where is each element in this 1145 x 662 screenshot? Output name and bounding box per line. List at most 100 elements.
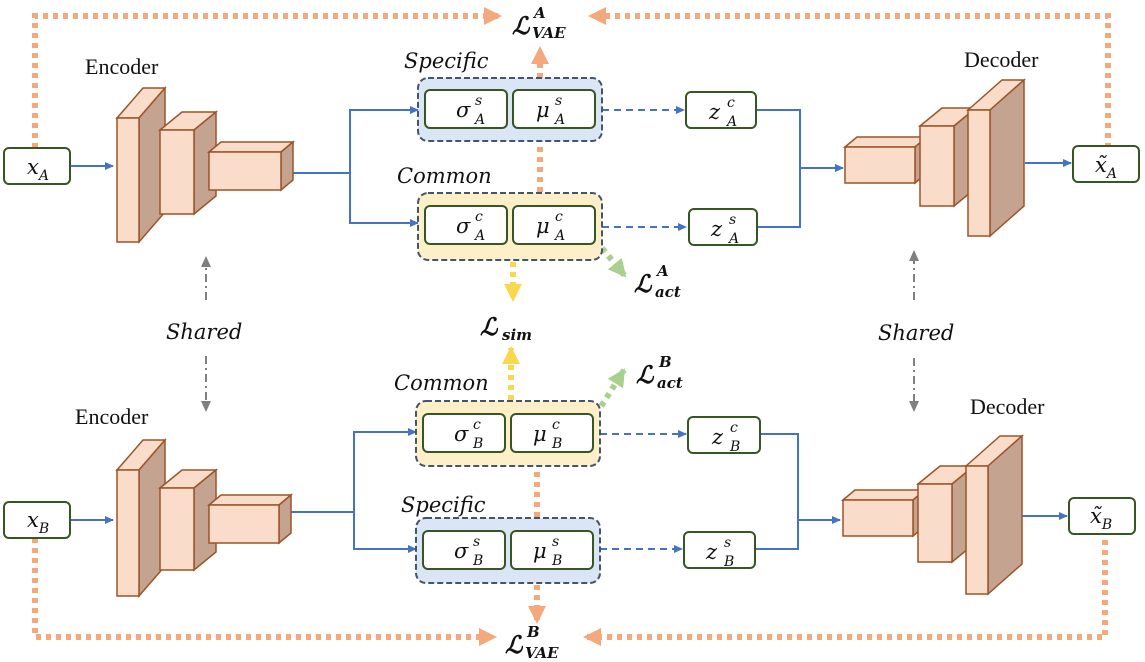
vae-loss-a-paths — [32, 7, 1111, 192]
param-sigma-c-b: σ c B — [454, 417, 483, 452]
shared-right-label: Shared — [878, 321, 954, 345]
common-bottom-label: Common — [394, 371, 489, 395]
svg-text:σ: σ — [454, 422, 469, 446]
svg-text:s: s — [729, 212, 736, 228]
svg-text:A: A — [473, 228, 485, 244]
loss-vae-a: ℒ A VAE — [512, 4, 566, 42]
svg-text:B: B — [551, 436, 562, 452]
param-sigma-s-a: σ s A — [456, 93, 485, 128]
encoder-bottom-label: Encoder — [75, 404, 149, 429]
svg-text:c: c — [555, 209, 563, 225]
decoder-a-stage-1 — [842, 135, 930, 185]
svg-text:s: s — [552, 534, 559, 550]
encoder-a-stage-2 — [157, 110, 219, 216]
svg-text:sim: sim — [502, 326, 532, 344]
svg-text:s: s — [473, 534, 480, 550]
common-top-label: Common — [397, 164, 492, 188]
svg-text:σ: σ — [454, 539, 469, 563]
param-sigma-c-a: σ c A — [456, 209, 485, 244]
loss-act-b: ℒ B act — [636, 353, 683, 392]
svg-text:B: B — [658, 353, 672, 371]
svg-text:B: B — [526, 623, 540, 641]
svg-text:B: B — [723, 554, 734, 570]
svg-text:μ: μ — [536, 98, 550, 122]
param-mu-s-a: μ s A — [536, 93, 565, 128]
encoder-a-stage-1 — [115, 85, 167, 245]
param-sigma-s-b: σ s B — [454, 534, 483, 569]
encoder-a-stage-3 — [206, 140, 296, 192]
param-mu-c-a: μ c A — [536, 209, 565, 244]
svg-text:A: A — [553, 112, 565, 128]
loss-act-a: ℒ A act — [634, 262, 681, 301]
svg-text:s: s — [475, 93, 482, 109]
param-mu-c-b: μ c B — [533, 417, 562, 452]
decoder-bottom-label: Decoder — [970, 394, 1045, 419]
svg-text:μ: μ — [536, 214, 550, 238]
svg-text:A: A — [725, 114, 737, 130]
svg-text:ℒ: ℒ — [634, 269, 653, 298]
flow-arrows — [70, 106, 1072, 553]
svg-text:B: B — [551, 553, 562, 569]
specific-top-label: Specific — [404, 49, 489, 73]
decoder-b-stage-3 — [964, 434, 1024, 596]
encoder-b-stage-3 — [206, 493, 294, 545]
svg-text:z: z — [711, 425, 724, 449]
latent-z-c-a: z c A — [708, 95, 737, 130]
loss-vae-b: ℒ B VAE — [505, 623, 559, 662]
svg-text:σ: σ — [456, 214, 471, 238]
svg-text:c: c — [473, 417, 481, 433]
param-mu-s-b: μ s B — [533, 534, 562, 569]
svg-text:act: act — [655, 283, 681, 301]
svg-text:c: c — [730, 420, 738, 436]
network-blocks — [115, 78, 1026, 599]
encoder-top-label: Encoder — [85, 54, 159, 79]
output-xhat-a: x̃A — [1095, 153, 1117, 182]
shared-arrows — [201, 250, 919, 412]
loss-sim: ℒ sim — [480, 312, 532, 344]
symbol-boxes — [3, 89, 1140, 570]
svg-text:ℒ: ℒ — [512, 11, 531, 40]
svg-text:z: z — [705, 540, 718, 564]
shared-left-label: Shared — [166, 320, 242, 344]
sim-loss-paths — [502, 262, 522, 400]
sample-arrows — [600, 106, 687, 553]
svg-text:ℒ: ℒ — [480, 312, 499, 341]
svg-text:A: A — [553, 228, 565, 244]
svg-text:z: z — [710, 217, 723, 241]
vae-loss-b-paths — [32, 472, 1108, 646]
svg-text:VAE: VAE — [532, 24, 566, 42]
svg-text:ℒ: ℒ — [505, 630, 524, 659]
svg-text:ℒ: ℒ — [636, 360, 655, 389]
svg-text:A: A — [727, 231, 739, 247]
specific-bottom-label: Specific — [401, 493, 486, 517]
svg-text:c: c — [475, 209, 483, 225]
decoder-b-stage-1 — [840, 488, 928, 538]
decoder-top-label: Decoder — [964, 47, 1039, 72]
svg-text:c: c — [552, 417, 560, 433]
svg-text:z: z — [708, 100, 721, 124]
svg-text:s: s — [555, 93, 562, 109]
svg-text:σ: σ — [456, 98, 471, 122]
svg-text:act: act — [657, 374, 683, 392]
input-x-b: xB — [27, 508, 49, 537]
latent-z-c-b: z c B — [711, 420, 740, 455]
svg-text:VAE: VAE — [525, 644, 559, 662]
svg-text:μ: μ — [533, 539, 547, 563]
svg-text:c: c — [727, 95, 735, 111]
svg-text:A: A — [655, 262, 669, 280]
encoder-b-stage-2 — [157, 468, 219, 572]
latent-z-s-a: z s A — [710, 212, 739, 247]
svg-text:s: s — [724, 535, 731, 551]
svg-text:B: B — [729, 439, 740, 455]
decoder-a-stage-3 — [966, 78, 1026, 238]
svg-text:B: B — [472, 553, 483, 569]
svg-text:A: A — [532, 4, 546, 22]
svg-text:A: A — [473, 112, 485, 128]
svg-text:μ: μ — [533, 422, 547, 446]
latent-z-s-b: z s B — [705, 535, 734, 570]
encoder-b-stage-1 — [115, 437, 167, 599]
svg-text:B: B — [472, 436, 483, 452]
output-xhat-b: x̃B — [1090, 504, 1112, 533]
input-x-a: xA — [27, 155, 49, 184]
